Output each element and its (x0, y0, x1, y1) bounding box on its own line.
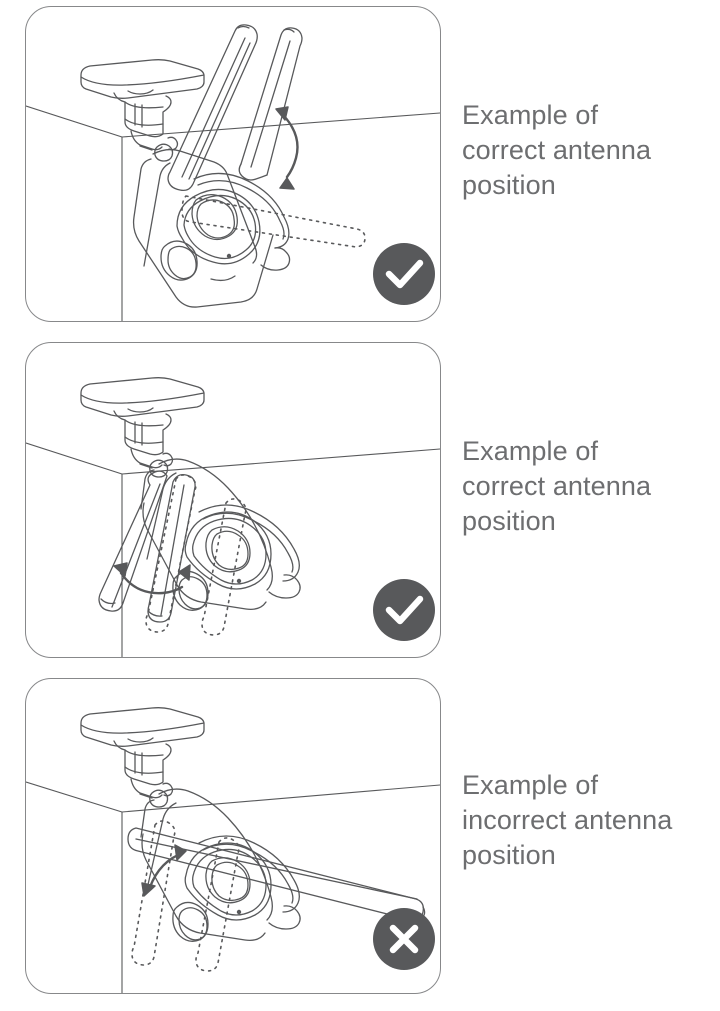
camera-antenna-horizontal-illustration (26, 707, 440, 993)
camera-antenna-downward-illustration (26, 377, 440, 657)
panel-row-1: Example of correct antenna position (0, 0, 720, 330)
antenna-ghost-down (131, 820, 240, 972)
ceiling-mount-plate (80, 59, 205, 99)
antenna-ghost-down (145, 474, 247, 636)
mount-collar (113, 92, 172, 151)
mount-collar (113, 410, 172, 469)
antenna-left-upright (167, 24, 258, 192)
camera-face-bezel (184, 842, 272, 921)
mount-collar (113, 740, 172, 799)
illustration-panel-3 (25, 678, 441, 994)
camera-lens (205, 857, 251, 904)
antenna-left-down (98, 470, 168, 612)
check-circle-icon-panel-2 (373, 579, 435, 641)
camera-body (132, 148, 274, 308)
rotation-arrow (275, 106, 299, 190)
camera-ir-module (160, 240, 198, 281)
illustration-panel-1 (25, 6, 441, 322)
camera-sunshade-hood (193, 172, 291, 271)
panel-caption-3: Example of incorrect antenna position (462, 770, 673, 870)
status-led-dot (236, 909, 242, 915)
ceiling-mount-plate (80, 377, 205, 417)
rotation-arrow (113, 562, 191, 595)
camera-face-bezel (176, 188, 261, 265)
camera-antenna-upright-illustration (26, 24, 440, 321)
camera-face-bezel (184, 511, 272, 590)
camera-ir-module (172, 901, 209, 942)
panel-caption-1: Example of correct antenna position (462, 100, 652, 200)
camera-lens (205, 526, 251, 573)
camera-hinge-knob (154, 136, 179, 162)
panel-row-2: Example of correct antenna position (0, 336, 720, 666)
antenna-ghost-folded (181, 195, 366, 248)
camera-hinge-knob (149, 452, 174, 478)
camera-lens (191, 193, 238, 241)
antenna-right-upright (238, 27, 303, 181)
check-circle-icon-panel-1 (373, 243, 435, 305)
status-led-dot (236, 578, 242, 584)
illustration-panel-2 (25, 342, 441, 658)
camera-sunshade-hood (198, 504, 301, 599)
camera-hinge-knob (149, 782, 174, 808)
wall-corner-lines (26, 781, 440, 993)
cross-circle-icon-panel-3 (373, 908, 435, 970)
ceiling-mount-plate (80, 707, 205, 747)
panel-caption-2: Example of correct antenna position (462, 436, 652, 536)
panel-row-3: Example of incorrect antenna position (0, 672, 720, 1002)
camera-sunshade-hood (198, 835, 301, 930)
rotation-arrow (141, 844, 187, 897)
status-led-dot (226, 253, 232, 259)
camera-body (140, 788, 273, 941)
wall-corner-lines (26, 105, 440, 321)
